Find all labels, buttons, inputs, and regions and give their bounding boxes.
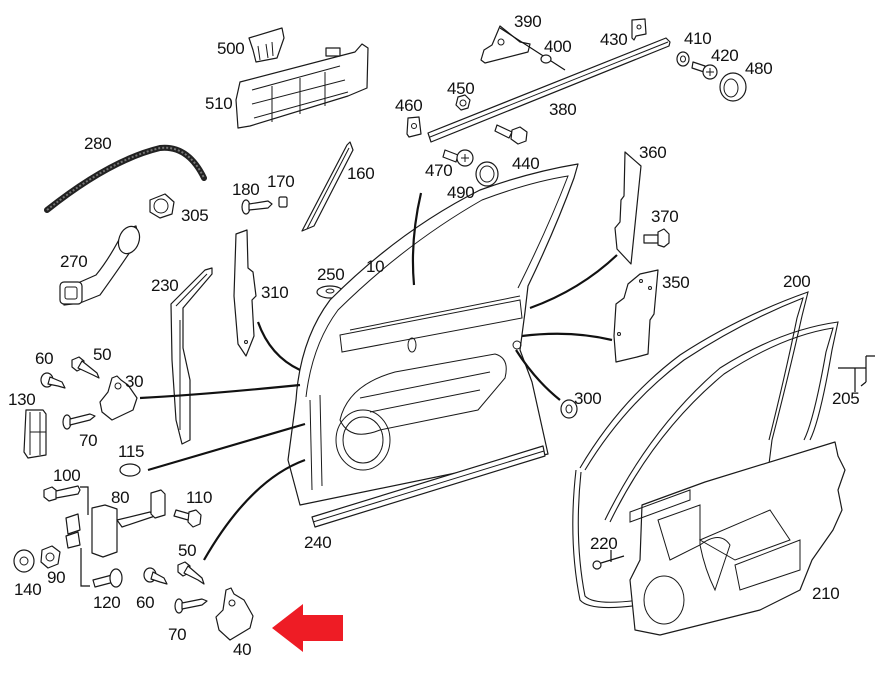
callout-380: 380 [549,100,577,119]
part-490-grommet [475,161,499,187]
callout-250: 250 [317,265,345,284]
callout-50-lower: 50 [178,541,197,560]
callout-360: 360 [639,143,667,162]
callout-50-upper: 50 [93,345,112,364]
part-30-hinge-upper [99,375,138,421]
callout-30: 30 [125,372,144,391]
part-80-door-check [65,486,166,587]
callout-430: 430 [600,30,628,49]
callout-110: 110 [186,488,213,507]
part-10-door-shell [287,163,579,506]
callout-510: 510 [205,94,233,113]
callout-120: 120 [93,593,121,612]
part-470-screw [442,149,474,167]
part-50-screw-upper [71,356,100,379]
part-440-bolt [494,124,528,145]
leader-lines [139,192,618,561]
callout-420: 420 [711,46,739,65]
callout-60-upper: 60 [35,349,54,368]
part-205-seal [604,321,875,523]
callout-60-lower: 60 [136,593,155,612]
part-500-clip [248,27,285,63]
part-100-screw [43,485,81,502]
part-200-seal [572,291,809,609]
callout-205: 205 [832,389,860,408]
callout-115: 115 [118,442,145,461]
part-210-door-trim [629,441,846,636]
callout-200: 200 [783,272,811,291]
part-360-panel [614,151,642,265]
callout-440: 440 [512,154,540,173]
part-70-screw-lower [174,598,208,614]
part-130-stop [23,409,47,459]
callout-160: 160 [347,164,375,183]
callout-310: 310 [261,283,289,302]
part-60-screw-upper [40,372,66,389]
callout-90: 90 [47,568,66,587]
part-380-rail [427,37,671,143]
part-120-bolt [92,568,123,588]
callout-270: 270 [60,252,88,271]
callout-460: 460 [395,96,423,115]
part-310-shield [233,229,257,357]
callout-230: 230 [151,276,179,295]
callout-390: 390 [514,12,542,31]
part-115-plug [119,463,141,477]
part-420-screw [691,61,718,80]
callout-240: 240 [304,533,332,552]
callout-370: 370 [651,207,679,226]
part-430-clip [631,18,647,41]
callout-140: 140 [14,580,42,599]
callout-70-upper: 70 [79,431,98,450]
callout-350: 350 [662,273,690,292]
part-140-nut [13,549,35,573]
callout-40: 40 [233,640,252,659]
callout-500: 500 [217,39,245,58]
part-400-pin [540,54,552,64]
callout-400: 400 [544,37,572,56]
part-390-bracket [480,25,566,71]
part-410-washer [676,51,690,67]
part-480-plug [719,72,747,102]
part-510-trim-panel [235,43,369,129]
part-60-screw-lower [143,567,168,585]
part-110-bolt [173,509,202,528]
part-460-clip [406,116,422,138]
part-90-nut [40,545,61,569]
callout-490: 490 [447,183,475,202]
callout-210: 210 [812,584,840,603]
callout-300: 300 [574,389,602,408]
highlight-arrow [272,604,343,652]
callout-450: 450 [447,79,475,98]
part-230-frame [170,267,213,445]
callout-80: 80 [111,488,130,507]
part-450-nut [455,94,471,111]
callout-470: 470 [425,161,453,180]
callout-170: 170 [267,172,295,191]
part-280-weatherstrip [44,144,207,213]
callout-180: 180 [232,180,260,199]
callout-130: 130 [8,390,36,409]
callout-100: 100 [53,466,81,485]
part-305-clip [149,193,175,219]
part-170-clip [278,196,288,208]
part-70-screw-upper [62,413,96,430]
part-240-sill-strip [311,445,546,528]
part-180-screw [241,199,273,215]
callout-70-lower: 70 [168,625,187,644]
callout-480: 480 [745,59,773,78]
part-40-hinge-lower [215,587,254,641]
part-370-bolt [643,228,670,248]
callout-410: 410 [684,29,712,48]
callout-220: 220 [590,534,618,553]
callout-305: 305 [181,206,209,225]
part-220-pin [592,550,625,570]
part-350-panel [613,269,659,363]
part-270-hose [59,225,141,306]
part-300-plug [560,399,578,419]
callout-10: 10 [366,257,385,276]
callout-280: 280 [84,134,112,153]
part-160-trim [301,141,354,232]
part-50-screw-lower [177,561,205,585]
